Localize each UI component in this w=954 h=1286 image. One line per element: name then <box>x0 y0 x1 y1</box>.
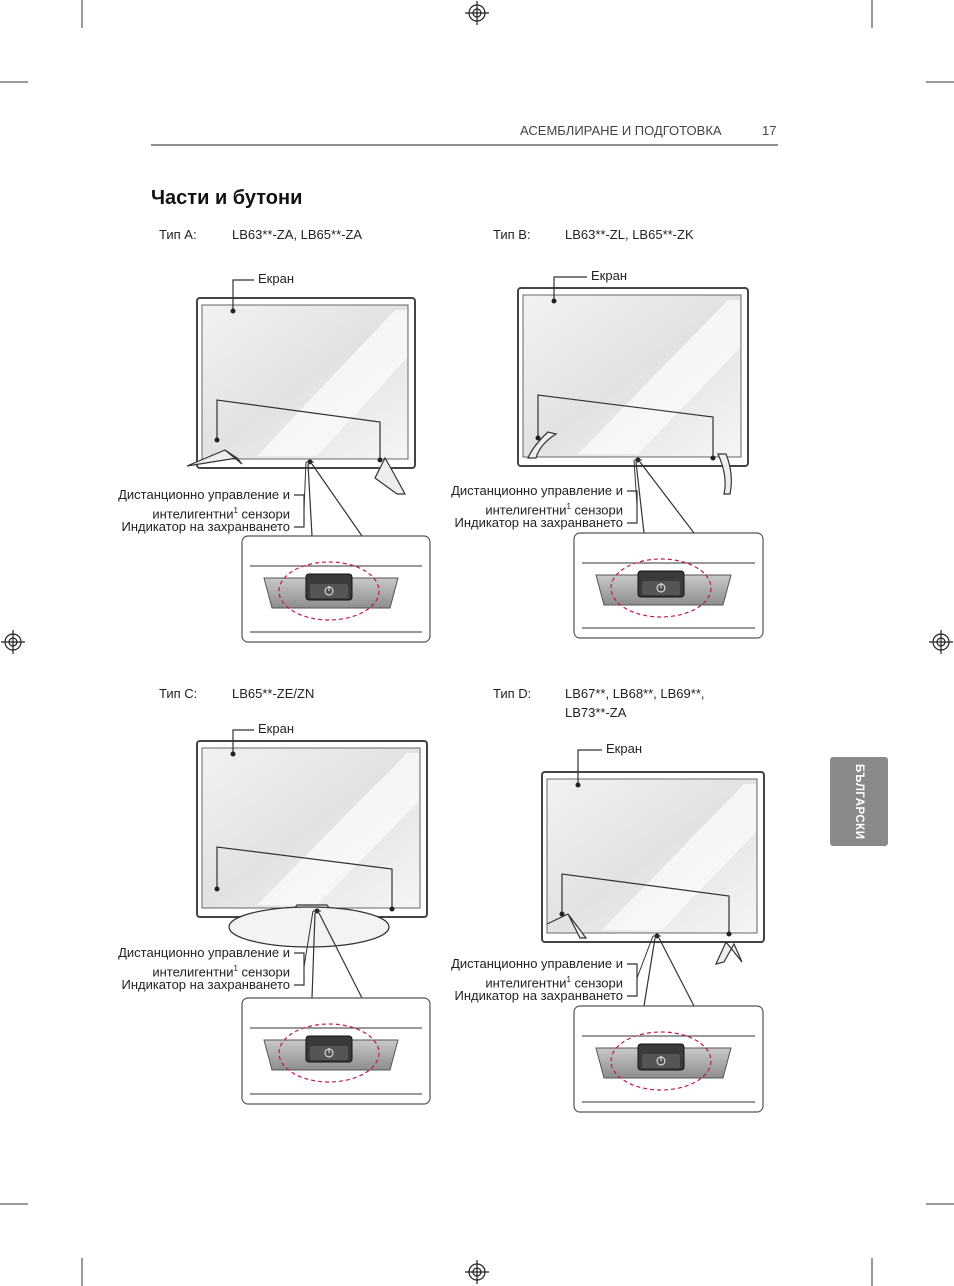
fig3-screen-dot <box>575 782 581 788</box>
fig2-speaker-bracket <box>216 846 393 909</box>
fig0-joy-leader-right <box>311 463 363 537</box>
fig3-screen-leader <box>577 749 602 785</box>
type-c-models: LB65**-ZE/ZN <box>232 686 315 701</box>
page-number: 17 <box>762 123 777 138</box>
fig0-power-label: Индикатор на захранването <box>121 519 290 534</box>
fig2-screen-dot <box>230 751 236 757</box>
fig1-sensor-leader <box>633 459 638 506</box>
fig1-joystick-highlight <box>610 558 712 618</box>
fig1-remote-label-1: Дистанционно управление и <box>451 483 623 498</box>
fig0-joy-leader-left <box>307 463 313 537</box>
fig1-speaker-bracket <box>537 394 714 458</box>
fig3-stand-left <box>546 913 588 939</box>
fig3-speaker-dot-left <box>559 911 565 917</box>
fig2-joy-leader-left <box>311 912 316 999</box>
fig1-joy-leader-left <box>635 461 645 534</box>
fig1-screen-glare <box>578 300 740 454</box>
header-section: АСЕМБЛИРАНЕ И ПОДГОТОВКА <box>520 123 722 138</box>
fig2-screen-leader <box>232 729 254 754</box>
fig3-stand-right <box>714 940 743 965</box>
fig3-remote-label-1: Дистанционно управление и <box>451 956 623 971</box>
type-b-name: Тип B: <box>493 227 531 242</box>
type-b-models: LB63**-ZL, LB65**-ZK <box>565 227 694 242</box>
fig2-screen-glare <box>257 753 419 905</box>
fig0-screen-dot <box>230 308 236 314</box>
fig3-joy-leader-right <box>658 937 695 1007</box>
fig2-stand-base <box>228 906 390 948</box>
fig2-joystick-highlight <box>278 1023 380 1083</box>
fig1-sensor-bracket <box>627 490 638 524</box>
type-c-name: Тип C: <box>159 686 198 701</box>
fig1-speaker-dot-left <box>535 435 541 441</box>
fig1-joy-leader-right <box>639 461 695 534</box>
fig3-speaker-bracket <box>561 873 730 934</box>
fig0-screen-leader <box>232 279 254 311</box>
fig0-screen-label: Екран <box>258 271 294 286</box>
fig1-screen-dot <box>551 298 557 304</box>
fig0-sensor-leader <box>303 461 307 510</box>
fig3-sensor-leader <box>636 935 654 979</box>
fig3-joystick-highlight <box>610 1031 712 1091</box>
type-d-name: Тип D: <box>493 686 532 701</box>
fig0-remote-label-1: Дистанционно управление и <box>118 487 290 502</box>
fig2-remote-label-1: Дистанционно управление и <box>118 945 290 960</box>
fig1-screen-leader <box>553 276 587 301</box>
fig2-remote-label-2: интелигентни1 сензори <box>152 964 290 980</box>
fig0-speaker-dot-left <box>214 437 220 443</box>
fig1-stand-right <box>717 453 732 495</box>
fig0-stand-left <box>186 449 243 467</box>
type-a-models: LB63**-ZA, LB65**-ZA <box>232 227 363 242</box>
fig0-sensor-bracket <box>294 494 305 528</box>
fig3-joy-leader-left <box>643 937 656 1007</box>
type-a-name: Тип A: <box>159 227 197 242</box>
fig0-screen-glare <box>257 310 407 456</box>
fig1-remote-label-2: интелигентни1 сензори <box>485 502 623 518</box>
fig1-power-label: Индикатор на захранването <box>454 515 623 530</box>
fig0-speaker-dot-right <box>377 457 383 463</box>
fig0-speaker-bracket <box>216 399 381 460</box>
type-d-models-line2: LB73**-ZA <box>565 705 627 720</box>
fig1-speaker-dot-right <box>710 455 716 461</box>
fig1-stand-left <box>527 431 558 459</box>
fig3-sensor-bracket <box>627 963 638 997</box>
fig3-remote-label-2: интелигентни1 сензори <box>485 975 623 991</box>
fig2-sensor-leader <box>303 910 314 968</box>
language-tab: БЪЛГАРСКИ <box>830 757 888 846</box>
fig2-power-label: Индикатор на захранването <box>121 977 290 992</box>
fig3-screen-glare <box>602 784 756 930</box>
fig2-sensor-bracket <box>294 952 305 986</box>
fig0-joystick-highlight <box>278 561 380 621</box>
fig2-joy-leader-right <box>318 912 363 999</box>
type-d-models: LB67**, LB68**, LB69**, <box>565 686 705 701</box>
fig2-speaker-dot-left <box>214 886 220 892</box>
fig3-power-label: Индикатор на захранването <box>454 988 623 1003</box>
page-title: Части и бутони <box>151 187 303 209</box>
fig3-screen-label: Екран <box>606 741 642 756</box>
fig2-screen-label: Екран <box>258 721 294 736</box>
fig2-speaker-dot-right <box>389 906 395 912</box>
fig1-screen-label: Екран <box>591 268 627 283</box>
fig3-speaker-dot-right <box>726 931 732 937</box>
fig0-remote-label-2: интелигентни1 сензори <box>152 506 290 522</box>
fig0-stand-right <box>374 456 407 495</box>
